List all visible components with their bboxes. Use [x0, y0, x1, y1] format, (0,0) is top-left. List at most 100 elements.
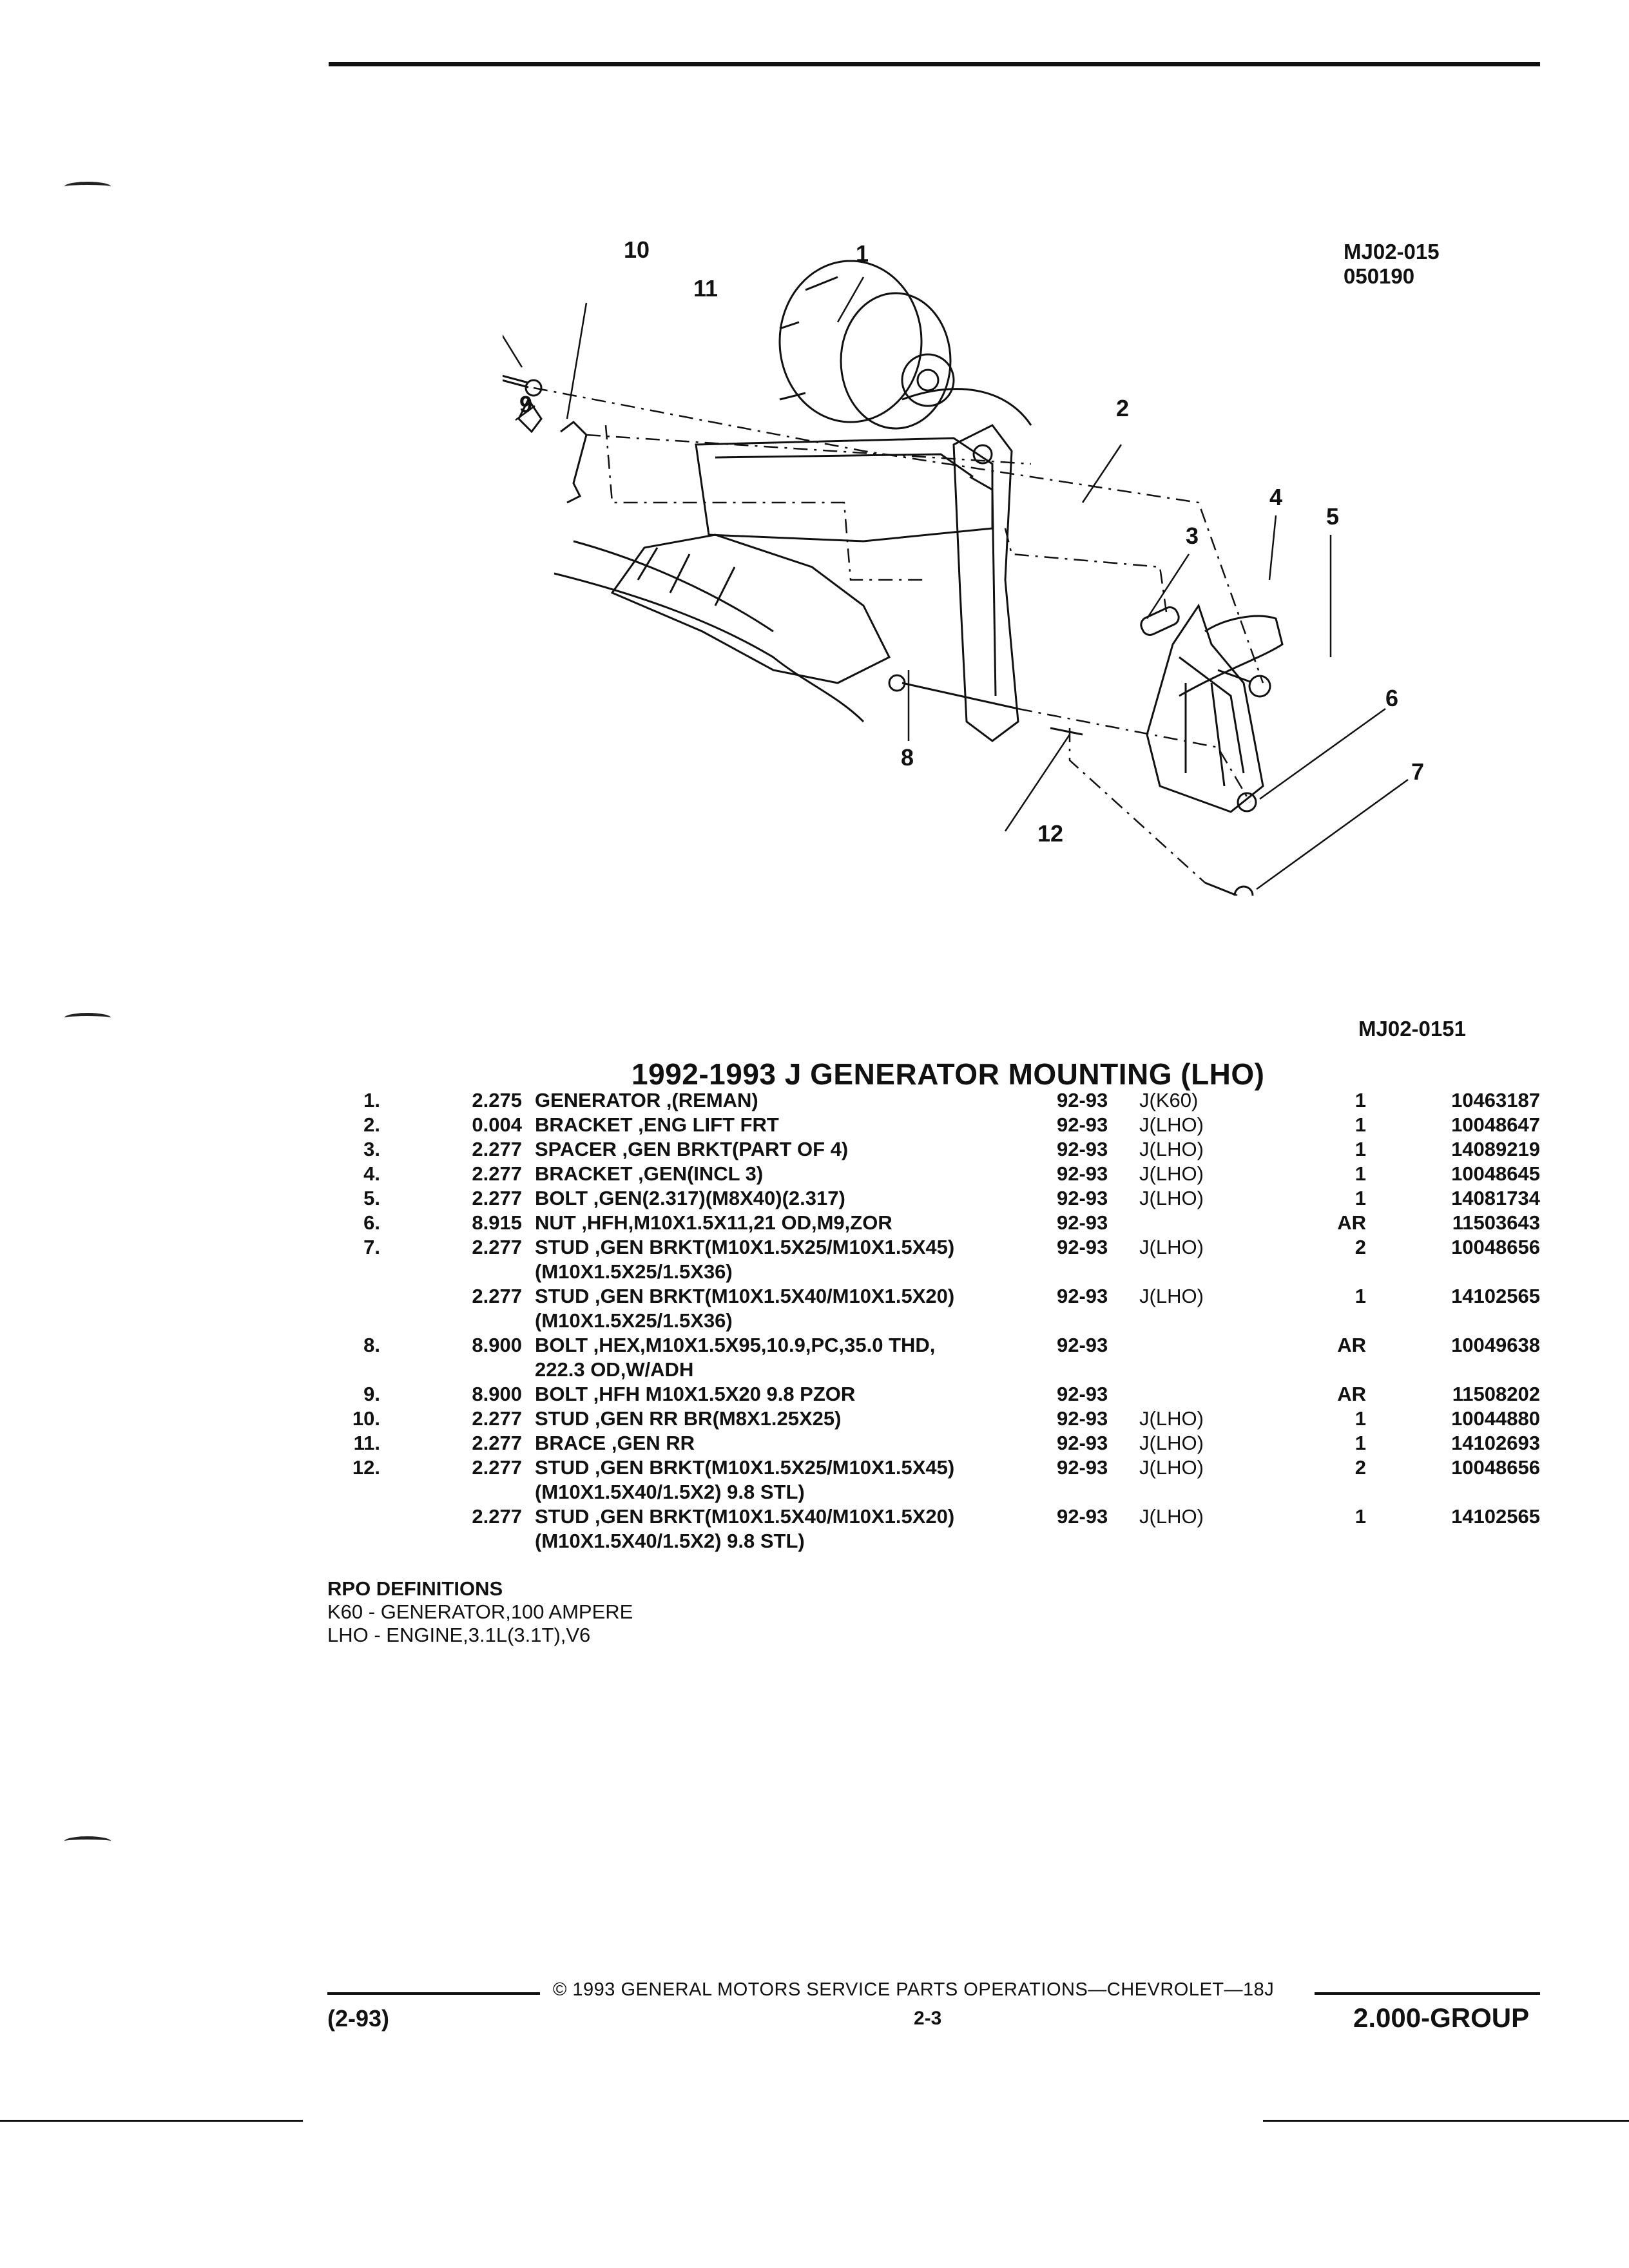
row-group-code: 2.277 [472, 1432, 522, 1454]
row-description-continued: (M10X1.5X25/1.5X36) [535, 1309, 733, 1332]
row-years: 92-93 [1057, 1456, 1108, 1479]
figure-code: MJ02-0151 [1358, 1017, 1466, 1041]
row-item-number: 7. [363, 1236, 380, 1258]
row-quantity: 1 [1354, 1138, 1366, 1160]
rpo-definitions: RPO DEFINITIONS K60 - GENERATOR,100 AMPE… [327, 1577, 633, 1647]
diagram-ref-date: 050190 [1344, 264, 1415, 288]
row-item-number: 3. [363, 1138, 380, 1160]
generator-body [778, 260, 923, 423]
row-description: BOLT ,HFH M10X1.5X20 9.8 PZOR [535, 1383, 856, 1405]
row-application: J(LHO) [1139, 1138, 1204, 1160]
row-item-number: 10. [352, 1407, 380, 1430]
generator-pulley-hub [916, 369, 940, 392]
generator-mounting-diagram: 1 2 3 4 5 6 7 8 9 10 11 12 [469, 232, 1469, 906]
row-description: NUT ,HFH,M10X1.5X11,21 OD,M9,ZOR [535, 1211, 892, 1234]
assembly-line-spacer [1004, 528, 1168, 613]
row-description-continued: 222.3 OD,W/ADH [535, 1358, 694, 1381]
generator-bracket-outline [1146, 603, 1264, 813]
leader-6 [1259, 707, 1386, 800]
punch-mark-middle [64, 1013, 111, 1023]
footer-group: 2.000-GROUP [1353, 2003, 1530, 2033]
row-quantity: 1 [1354, 1285, 1366, 1307]
stud-7-head [1233, 885, 1254, 906]
callout-10: 10 [624, 236, 650, 263]
row-quantity: 1 [1354, 1113, 1366, 1136]
row-part-number: 10044880 [1451, 1407, 1540, 1430]
row-description: STUD ,GEN BRKT(M10X1.5X25/M10X1.5X45) [535, 1236, 955, 1258]
footer-rule-right [1315, 1992, 1540, 1995]
row-years: 92-93 [1057, 1089, 1108, 1111]
generator-bracket-arm [1179, 615, 1284, 697]
footer-copyright: © 1993 GENERAL MOTORS SERVICE PARTS OPER… [553, 1979, 1275, 2000]
row-item-number: 5. [363, 1187, 380, 1209]
engine-ribs [637, 547, 736, 606]
row-quantity: 2 [1354, 1456, 1366, 1479]
row-part-number: 10048656 [1451, 1456, 1540, 1479]
row-group-code: 2.277 [472, 1162, 522, 1185]
diagram-svg: 1 2 3 4 5 6 7 8 9 10 11 12 [469, 236, 1424, 906]
row-years: 92-93 [1057, 1334, 1108, 1356]
rear-brace [560, 421, 588, 504]
rpo-line-lho: LHO - ENGINE,3.1L(3.1T),V6 [327, 1624, 591, 1646]
leader-10 [469, 283, 523, 368]
punch-mark-top [64, 182, 111, 191]
row-part-number: 14102565 [1451, 1505, 1540, 1528]
front-bracket-outline [952, 424, 1019, 742]
nut-6 [1237, 792, 1257, 812]
row-application: J(LHO) [1139, 1456, 1204, 1479]
assembly-line-left [604, 425, 928, 581]
leader-9 [515, 405, 535, 421]
engine-block-outline [554, 572, 865, 723]
row-description: BOLT ,HEX,M10X1.5X95,10.9,PC,35.0 THD, [535, 1334, 936, 1356]
callout-1: 1 [856, 240, 869, 267]
housing-detail [715, 453, 974, 478]
callout-2: 2 [1116, 395, 1129, 421]
leader-1 [836, 276, 865, 323]
stud-10-threads [489, 371, 529, 389]
assembly-line-upper [533, 387, 1264, 684]
row-group-code: 2.277 [472, 1187, 522, 1209]
row-years: 92-93 [1057, 1236, 1108, 1258]
row-description-continued: (M10X1.5X40/1.5X2) 9.8 STL) [535, 1530, 805, 1552]
row-description: BRACKET ,GEN(INCL 3) [535, 1162, 764, 1185]
row-application: J(LHO) [1139, 1162, 1204, 1185]
row-quantity: 1 [1354, 1432, 1366, 1454]
stud-10-head [525, 379, 543, 397]
row-application: J(LHO) [1139, 1236, 1204, 1258]
row-description: BRACE ,GEN RR [535, 1432, 695, 1454]
row-years: 92-93 [1057, 1162, 1108, 1185]
row-group-code: 2.277 [472, 1407, 522, 1430]
row-description: STUD ,GEN RR BR(M8X1.25X25) [535, 1407, 842, 1430]
row-description: BOLT ,GEN(2.317)(M8X40)(2.317) [535, 1187, 845, 1209]
front-bracket-hole [972, 444, 993, 465]
row-description: STUD ,GEN BRKT(M10X1.5X40/M10X1.5X20) [535, 1505, 955, 1528]
row-part-number: 10048647 [1451, 1113, 1540, 1136]
bolt-8-shank [901, 682, 1019, 710]
row-quantity: 1 [1354, 1407, 1366, 1430]
page-title: 1992-1993 J GENERATOR MOUNTING (LHO) [631, 1057, 1265, 1091]
row-application: J(LHO) [1139, 1407, 1204, 1430]
row-group-code: 8.915 [472, 1211, 522, 1234]
row-application: J(LHO) [1139, 1505, 1204, 1528]
stud-12-shank [1050, 727, 1083, 736]
row-item-number: 11. [353, 1432, 380, 1454]
row-item-number: 6. [363, 1211, 380, 1234]
row-description: SPACER ,GEN BRKT(PART OF 4) [535, 1138, 849, 1160]
footer-page-number: 2-3 [914, 2008, 942, 2029]
callout-11: 11 [693, 275, 718, 302]
row-application: J(LHO) [1139, 1187, 1204, 1209]
engine-block-face [610, 533, 891, 684]
row-description: BRACKET ,ENG LIFT FRT [535, 1113, 779, 1136]
row-years: 92-93 [1057, 1113, 1108, 1136]
stud-7-shank [1204, 881, 1238, 897]
footer-rule-left [327, 1992, 540, 1995]
row-years: 92-93 [1057, 1211, 1108, 1234]
bottom-edge-right [1263, 2120, 1629, 2122]
bolt-5-shank [1217, 669, 1251, 683]
callout-12: 12 [1037, 820, 1063, 847]
row-years: 92-93 [1057, 1432, 1108, 1454]
row-group-code: 2.275 [472, 1089, 522, 1111]
rpo-heading: RPO DEFINITIONS [327, 1577, 503, 1600]
footer-date: (2-93) [327, 2005, 390, 2032]
row-quantity: AR [1337, 1383, 1366, 1405]
